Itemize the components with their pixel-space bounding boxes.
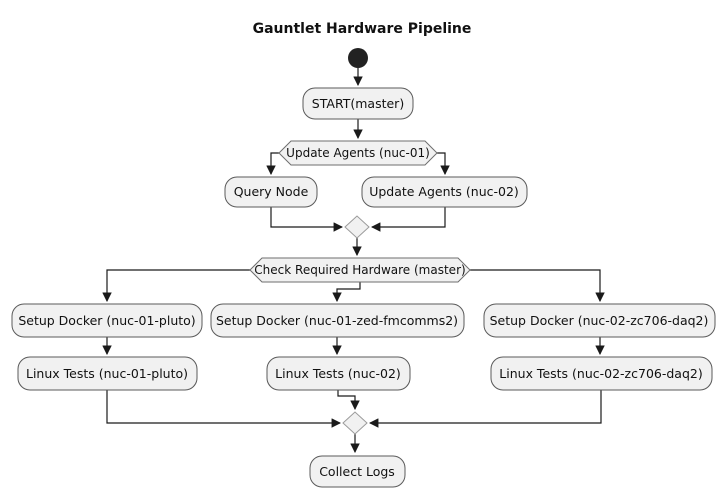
merge-diamond-bottom <box>342 411 368 435</box>
activity-linux-tests-nuc02-label: Linux Tests (nuc-02) <box>275 366 401 381</box>
activity-update-agents-nuc02 <box>361 176 528 208</box>
edge-update-agents-nuc02-to-merge1 <box>370 207 446 232</box>
merge-diamond-top <box>344 215 370 239</box>
edge-linux-tests-left-to-merge2 <box>106 390 342 428</box>
initial-state-circle <box>348 48 368 68</box>
activity-linux-tests-zc706-daq2 <box>490 356 713 391</box>
edge-linux-tests-mid-to-merge2 <box>337 390 360 411</box>
activity-update-agents-nuc02-label: Update Agents (nuc-02) <box>369 184 519 199</box>
activity-setup-docker-zed-fmcomms2-label: Setup Docker (nuc-01-zed-fmcomms2) <box>216 313 458 328</box>
activity-query-node <box>224 176 318 208</box>
edge-check-hardware-to-setup-docker-mid <box>332 282 361 303</box>
edge-decision-to-update-agents-nuc02 <box>437 152 450 176</box>
decision-update-agents-nuc01-label: Update Agents (nuc-01) <box>286 146 430 160</box>
edge-check-hardware-to-setup-docker-left <box>102 269 250 303</box>
activity-linux-tests-pluto-label: Linux Tests (nuc-01-pluto) <box>26 366 188 381</box>
activity-linux-tests-nuc02 <box>266 356 411 391</box>
edge-query-node-to-merge1 <box>270 207 344 232</box>
activity-collect-logs <box>309 455 406 488</box>
activity-linux-tests-pluto <box>17 356 198 391</box>
activity-setup-docker-pluto-label: Setup Docker (nuc-01-pluto) <box>18 313 195 328</box>
diagram-title: Gauntlet Hardware Pipeline <box>253 21 472 37</box>
edge-linux-tests-right-to-merge2 <box>368 390 602 428</box>
edge-decision-to-query-node <box>266 152 279 176</box>
edge-check-hardware-to-setup-docker-right <box>470 269 605 303</box>
activity-linux-tests-zc706-daq2-label: Linux Tests (nuc-02-zc706-daq2) <box>499 366 702 381</box>
activity-setup-docker-pluto <box>11 303 203 338</box>
activity-query-node-label: Query Node <box>234 184 309 199</box>
activity-start-master-label: START(master) <box>312 96 404 111</box>
activity-collect-logs-label: Collect Logs <box>319 464 395 479</box>
activity-setup-docker-zc706-daq2 <box>483 303 716 338</box>
decision-update-agents-nuc01 <box>278 140 438 166</box>
decision-check-required-hardware-label: Check Required Hardware (master) <box>254 263 465 277</box>
activity-setup-docker-zed-fmcomms2 <box>210 303 465 338</box>
decision-check-required-hardware <box>249 257 471 283</box>
activity-start-master <box>302 87 414 120</box>
activity-setup-docker-zc706-daq2-label: Setup Docker (nuc-02-zc706-daq2) <box>490 313 709 328</box>
